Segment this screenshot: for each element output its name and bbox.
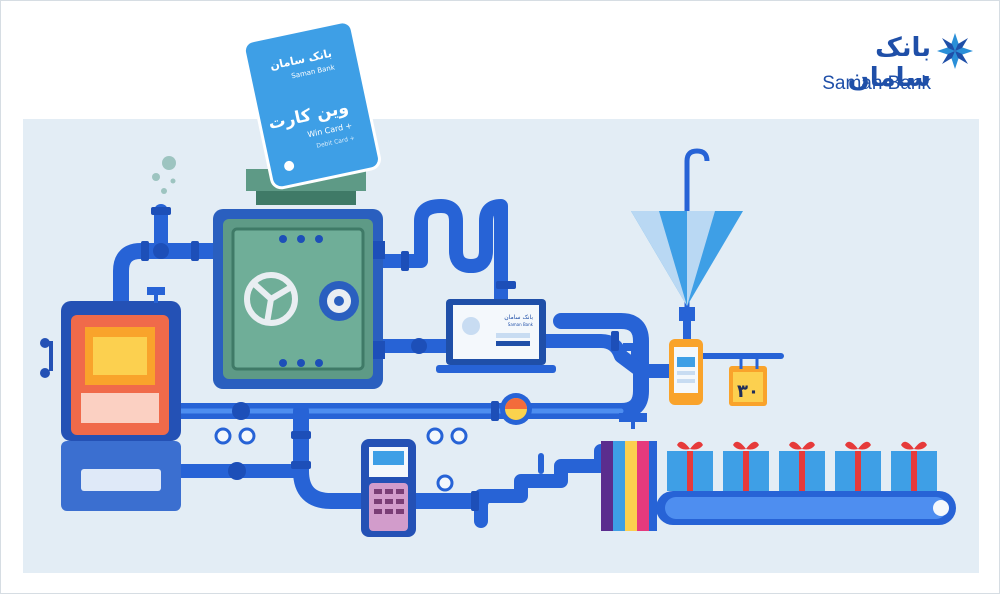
gift-boxes xyxy=(667,441,937,491)
bubbles-decoration xyxy=(152,156,176,194)
logo-name-fa: بانک سامان xyxy=(847,33,931,93)
pipe-flanges xyxy=(141,207,619,511)
flower-logo-icon xyxy=(937,33,973,69)
saman-bank-logo: بانک سامان Saman Bank xyxy=(789,23,979,103)
calendar-icon: ۳۰ xyxy=(729,356,767,406)
valves xyxy=(147,287,647,429)
pressure-gauges xyxy=(214,393,532,492)
umbrella xyxy=(631,148,743,321)
pos-terminal xyxy=(361,439,416,537)
rainbow-stripes xyxy=(601,441,657,531)
gift-box xyxy=(667,441,713,491)
atm-machine xyxy=(40,301,181,511)
laptop-bank-en: Saman Bank xyxy=(508,322,534,327)
laptop-bank-fa: بانک سامان xyxy=(504,314,533,321)
gift-box xyxy=(779,441,825,491)
gift-box xyxy=(891,441,937,491)
gift-box xyxy=(835,441,881,491)
mobile-phone xyxy=(669,339,703,405)
debit-card: بانک سامان Saman Bank وین کارت Win Card … xyxy=(242,20,381,190)
gift-box xyxy=(723,441,769,491)
logo-name-en: Saman Bank xyxy=(822,73,931,94)
conveyor-belt xyxy=(656,491,956,525)
safe-vault xyxy=(213,169,385,389)
laptop: بانک سامان Saman Bank xyxy=(436,299,556,373)
calendar-day: ۳۰ xyxy=(737,381,759,402)
gauge-orange xyxy=(500,393,532,425)
fan-vents xyxy=(153,243,427,480)
